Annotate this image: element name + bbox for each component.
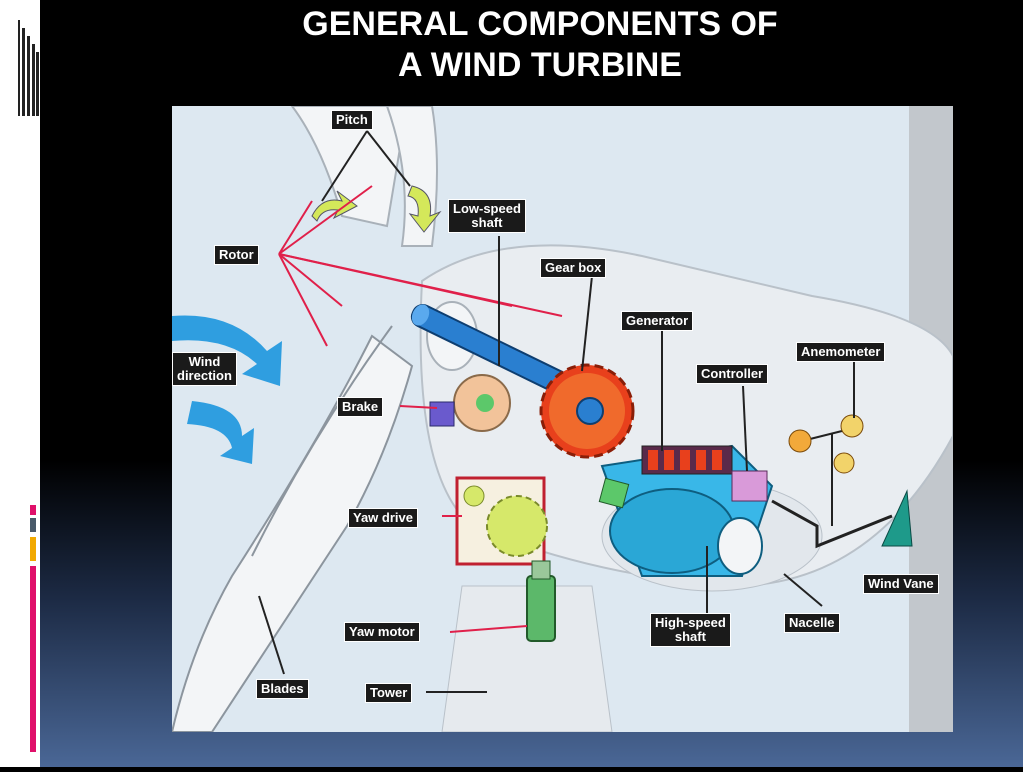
- label-low-speed-shaft: Low-speed shaft: [448, 199, 526, 233]
- accent-bar-slate: [30, 518, 36, 532]
- generator-shape: [598, 444, 774, 577]
- controller-box: [731, 470, 768, 502]
- diagram-illustration: [170, 105, 954, 733]
- label-wind-direction-line-1: Wind: [188, 354, 221, 369]
- stacked-lines-icon: [18, 20, 39, 116]
- yaw-drive-pinion: [463, 485, 485, 507]
- slide-left-strip: [0, 0, 40, 767]
- label-low-speed-shaft-line-2: shaft: [471, 215, 503, 230]
- brake-caliper: [429, 401, 455, 427]
- label-wind-direction-line-2: direction: [177, 368, 232, 383]
- blade-edge: [251, 325, 393, 557]
- accent-bar-pink-small: [30, 505, 36, 515]
- pitch-arrow-left: [311, 190, 358, 222]
- leader-lines: [278, 185, 563, 633]
- label-controller: Controller: [696, 364, 769, 384]
- pitch-arrow-right: [407, 185, 442, 233]
- label-gear-box: Gear box: [540, 258, 607, 278]
- yaw-motor-shape: [526, 575, 556, 642]
- slide-decoration: [18, 20, 39, 752]
- label-wind-vane: Wind Vane: [863, 574, 939, 594]
- accent-bar-orange: [30, 537, 36, 561]
- pointer-lines: [258, 130, 855, 693]
- blade-top-left: [290, 105, 409, 228]
- slide-title: GENERAL COMPONENTS OF A WIND TURBINE: [200, 4, 880, 86]
- label-pitch: Pitch: [331, 110, 373, 130]
- accent-bar-pink-long: [30, 566, 36, 752]
- label-brake: Brake: [337, 397, 384, 417]
- label-tower: Tower: [365, 683, 413, 703]
- yaw-drive-gear: [486, 495, 548, 557]
- brake-hub: [476, 394, 494, 412]
- wind-arrow-upper: [172, 315, 282, 386]
- label-wind-direction: Wind direction: [172, 352, 237, 386]
- slide-title-line-2: A WIND TURBINE: [398, 46, 682, 84]
- low-speed-shaft-end: [411, 304, 430, 326]
- label-generator: Generator: [621, 311, 694, 331]
- label-low-speed-shaft-line-1: Low-speed: [453, 201, 521, 216]
- label-anemometer: Anemometer: [796, 342, 886, 362]
- slide-title-line-1: GENERAL COMPONENTS OF: [302, 5, 778, 43]
- label-high-speed-shaft: High-speed shaft: [650, 613, 731, 647]
- wind-vane-shape: [771, 489, 913, 549]
- label-rotor: Rotor: [214, 245, 259, 265]
- wind-turbine-diagram: Pitch Low-speed shaft Rotor Gear box Gen…: [170, 105, 954, 733]
- yaw-motor-coupling: [531, 560, 551, 580]
- label-high-speed-shaft-line-1: High-speed: [655, 615, 726, 630]
- label-yaw-drive: Yaw drive: [348, 508, 418, 528]
- wind-arrow-lower: [187, 401, 254, 464]
- label-yaw-motor: Yaw motor: [344, 622, 420, 642]
- label-nacelle: Nacelle: [784, 613, 840, 633]
- label-blades: Blades: [256, 679, 309, 699]
- label-high-speed-shaft-line-2: shaft: [674, 629, 706, 644]
- gear-box-shape: [539, 363, 635, 459]
- anemometer-shape: [788, 414, 864, 526]
